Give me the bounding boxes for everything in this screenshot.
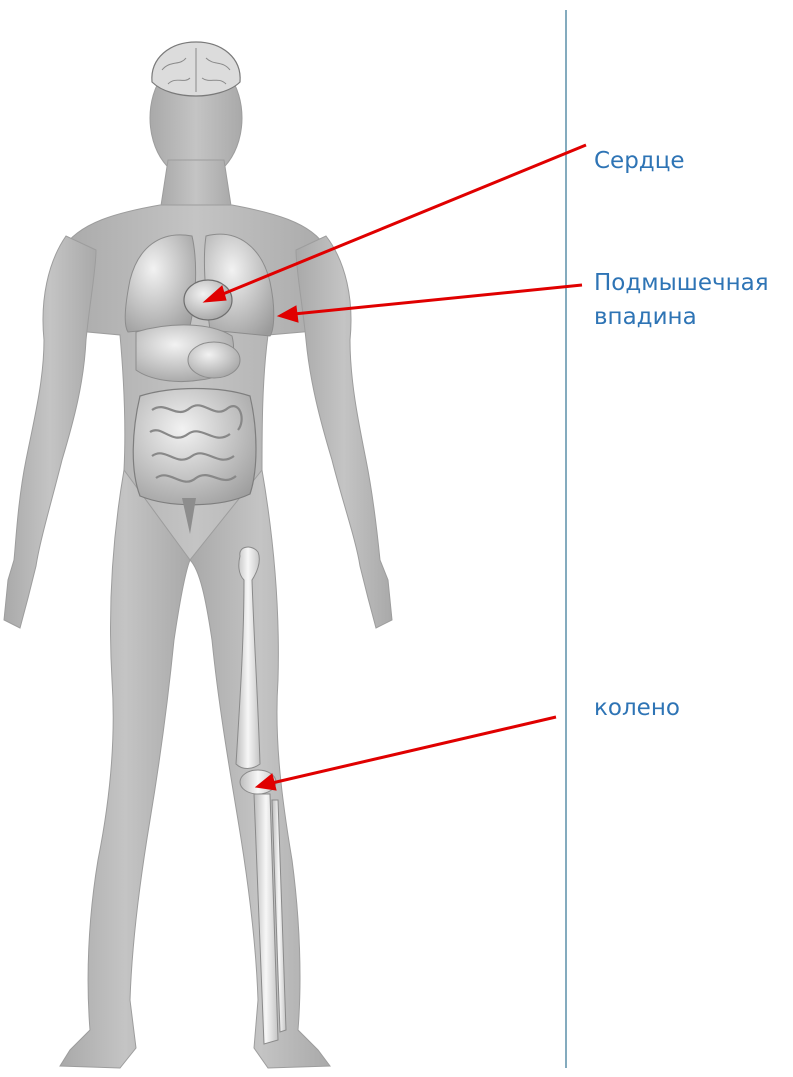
label-heart: Сердце [594,144,685,178]
torso [59,205,333,560]
left-arm [4,236,96,628]
label-armpit-line2: впадина [594,300,769,334]
label-armpit: Подмышечная впадина [594,266,769,334]
leg-left [60,470,190,1068]
human-body [4,56,392,1068]
liver-stomach [136,325,240,382]
label-knee: колено [594,691,680,725]
right-arm [296,236,392,628]
leg-right [190,470,330,1068]
neck [160,160,232,212]
arrow-knee [256,717,556,790]
label-armpit-line1: Подмышечная [594,270,769,296]
